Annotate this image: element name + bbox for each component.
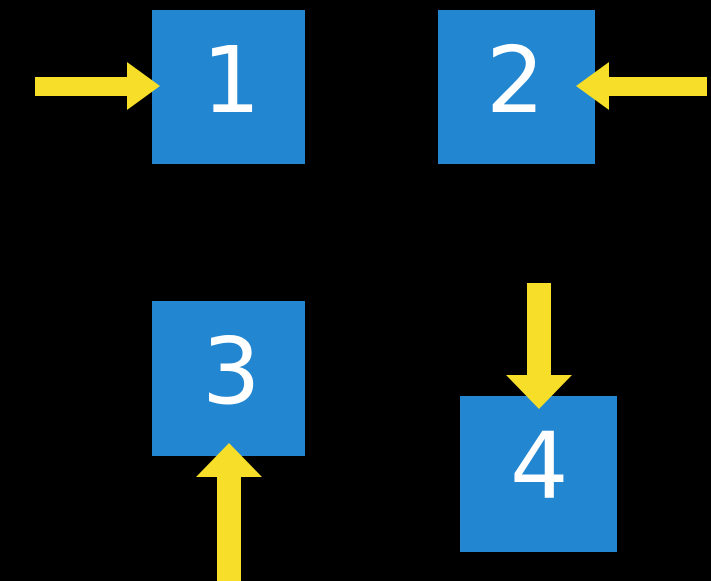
box-node-1[interactable] bbox=[152, 10, 305, 164]
box-node-1-label: 1 bbox=[202, 27, 261, 134]
arrow-left-into-box-2 bbox=[576, 62, 707, 112]
box-node-4[interactable] bbox=[460, 396, 617, 552]
box-node-3[interactable] bbox=[152, 301, 305, 456]
arrow-down-into-box-4 bbox=[506, 283, 572, 409]
arrow-right-into-box-1 bbox=[35, 62, 160, 112]
box-node-2-label: 2 bbox=[486, 27, 545, 134]
box-node-3-label: 3 bbox=[202, 318, 261, 425]
arrow-up-into-box-3 bbox=[196, 443, 262, 581]
box-node-2[interactable] bbox=[438, 10, 595, 164]
box-node-4-label: 4 bbox=[510, 413, 569, 520]
